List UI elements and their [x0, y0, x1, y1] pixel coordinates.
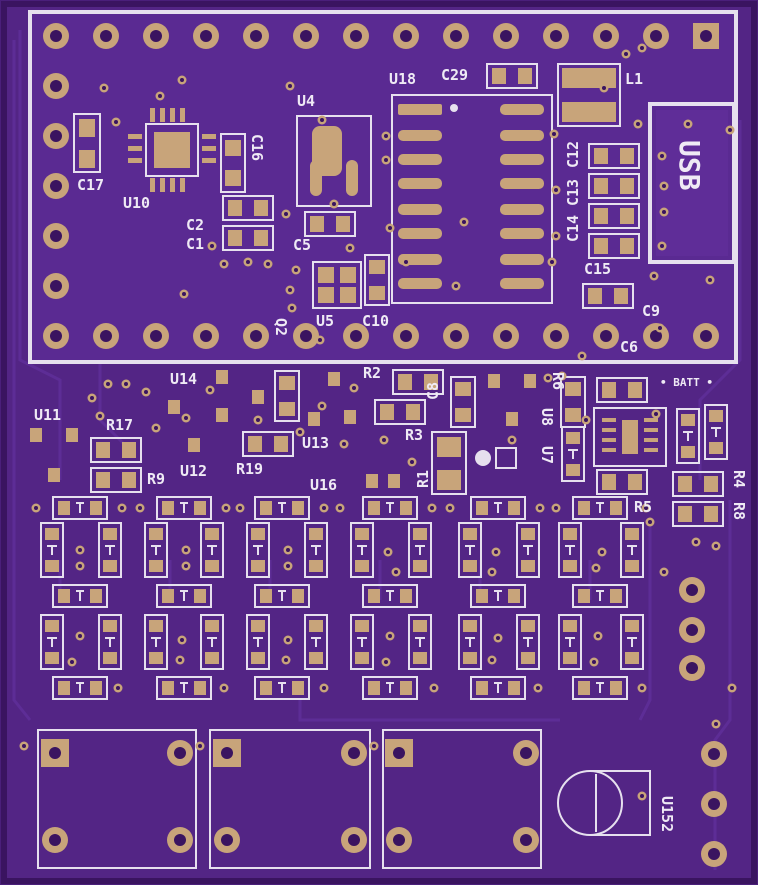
label-r17: R17	[106, 416, 133, 434]
label-r8: R8	[730, 502, 748, 520]
label-u18: U18	[389, 70, 416, 88]
label-u7: U7	[538, 446, 556, 464]
label-u16: U16	[310, 476, 337, 494]
u152-sensor	[557, 770, 651, 836]
label-r9: R9	[147, 470, 165, 488]
label-u13: U13	[302, 434, 329, 452]
label-r2: R2	[363, 364, 381, 382]
label-c8: C8	[424, 382, 442, 400]
right-header	[679, 577, 705, 681]
label-u14: U14	[170, 370, 197, 388]
label-c13: C13	[564, 179, 582, 206]
label-r6: R6	[549, 372, 567, 390]
module-passives	[73, 63, 640, 309]
label-c16: C16	[248, 134, 266, 161]
label-r3: R3	[405, 426, 423, 444]
label-u4: U4	[297, 92, 315, 110]
label-c5: C5	[293, 236, 311, 254]
label-u10: U10	[123, 194, 150, 212]
label-c29: C29	[441, 66, 468, 84]
label-u5: U5	[316, 312, 334, 330]
label-r19: R19	[236, 460, 263, 478]
label-c17: C17	[77, 176, 104, 194]
lower-passives	[30, 369, 728, 527]
label-r5: R5	[634, 498, 652, 516]
label-r1: R1	[414, 470, 432, 488]
u4-regulator	[296, 115, 372, 207]
u10-ic	[128, 108, 216, 192]
tactile-switches	[37, 729, 542, 869]
header-top	[43, 23, 719, 49]
label-u12: U12	[180, 462, 207, 480]
label-l1: L1	[625, 70, 643, 88]
label-c9: C9	[642, 302, 660, 320]
label-c14: C14	[564, 215, 582, 242]
u5-ic	[312, 261, 362, 309]
label-c15: C15	[584, 260, 611, 278]
l1-inductor	[557, 63, 621, 127]
usb-connector	[648, 102, 736, 264]
label-batt: • BATT •	[660, 376, 713, 389]
label-u11: U11	[34, 406, 61, 424]
label-u8: U8	[538, 408, 556, 426]
label-c12: C12	[564, 141, 582, 168]
label-c1: C1	[186, 235, 204, 253]
label-r4: R4	[730, 470, 748, 488]
bottom-right-pins	[701, 741, 727, 867]
label-q2: Q2	[272, 318, 290, 336]
label-c2: C2	[186, 216, 204, 234]
label-usb: USB	[673, 140, 706, 191]
label-c6: C6	[620, 338, 638, 356]
label-c10: C10	[362, 312, 389, 330]
label-u152: U152	[658, 796, 676, 832]
silkscreen-labels: U18 C29 L1 U4 C16 C12 C13 C14 USB C17 U1…	[34, 66, 748, 832]
